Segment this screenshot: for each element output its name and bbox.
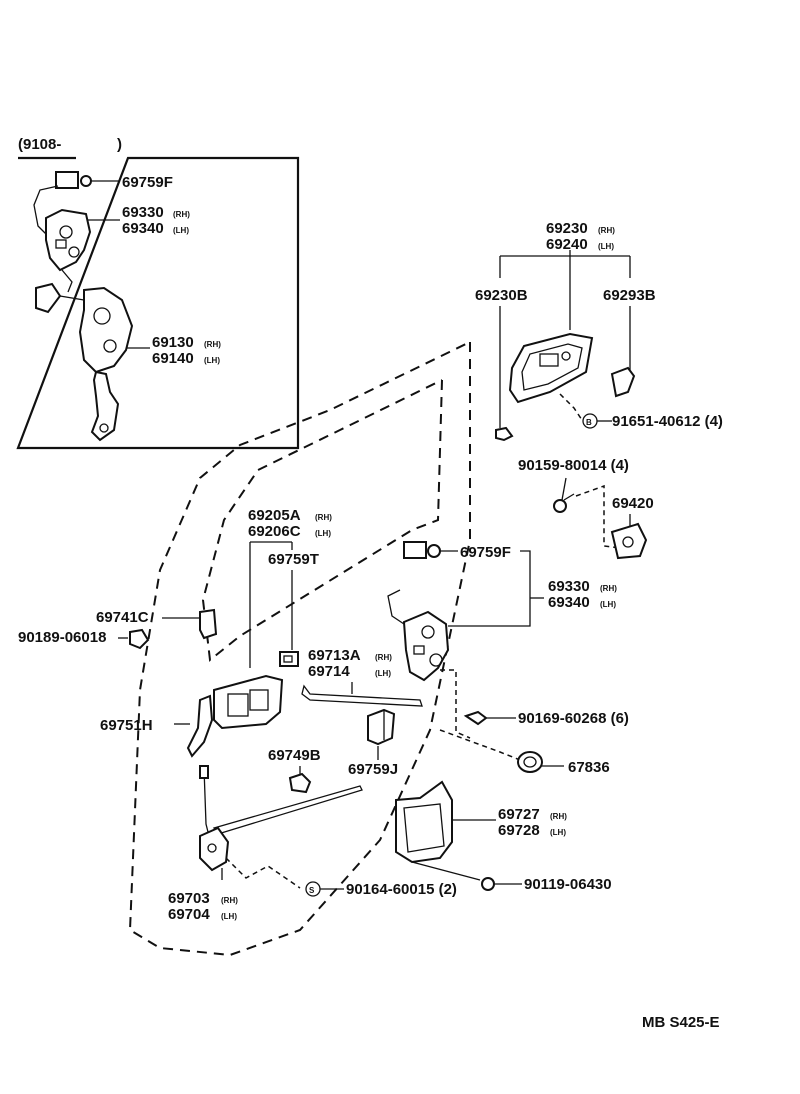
- label-91651: 91651-40612 (4): [612, 413, 723, 430]
- label-69704-lh: (LH): [221, 912, 237, 921]
- label-69340-lh: (LH): [600, 600, 616, 609]
- label-69230-rh: (RH): [598, 226, 615, 235]
- screw-90169: [463, 710, 516, 726]
- label-inset-69130-rh: (RH): [204, 340, 221, 349]
- label-69728-lh: (LH): [550, 828, 566, 837]
- label-69330-rh: (RH): [600, 584, 617, 593]
- inside-door-handle: [213, 674, 284, 730]
- inset-header: (9108-: [18, 136, 61, 153]
- handle-rod-clip: [610, 366, 636, 398]
- label-69230: 69230: [546, 220, 588, 237]
- door-lock-group: 69759F 69330 (RH) 69340 (LH): [387, 541, 617, 761]
- label-inset-69330: 69330: [122, 204, 164, 221]
- label-67836: 67836: [568, 759, 610, 776]
- lock-control-group: S 90164-60015 (2) 69703 (RH) 69704 (LH): [168, 765, 457, 923]
- inset-panel: (9108- ) 69759F 69330 (RH) 69340 (LH): [16, 136, 300, 450]
- label-69741c: 69741C: [96, 609, 149, 626]
- label-90189: 90189-06018: [18, 629, 106, 646]
- label-inset-69130: 69130: [152, 334, 194, 351]
- outside-door-handle: [508, 332, 594, 404]
- label-69727: 69727: [498, 806, 540, 823]
- label-69714-lh: (LH): [375, 669, 391, 678]
- inset-header-close: ): [117, 136, 122, 153]
- grommet-67836: [517, 751, 543, 773]
- label-inset-69140-lh: (LH): [204, 356, 220, 365]
- label-69703-rh: (RH): [221, 896, 238, 905]
- label-69751h: 69751H: [100, 717, 153, 734]
- label-69759f: 69759F: [460, 544, 511, 561]
- clip-69759t: [279, 651, 299, 667]
- label-inset-69140: 69140: [152, 350, 194, 367]
- label-69240: 69240: [546, 236, 588, 253]
- outside-handle-group: 69230 (RH) 69240 (LH) 69230B 69293B B 91…: [475, 220, 723, 442]
- clip-69759f: [403, 541, 441, 559]
- label-69759t: 69759T: [268, 551, 319, 568]
- door-striker: [610, 522, 648, 560]
- label-inset-69330-rh: (RH): [173, 210, 190, 219]
- label-69713a: 69713A: [308, 647, 361, 664]
- rod-69713a-group: 69713A (RH) 69714 (LH): [301, 647, 423, 707]
- label-69703: 69703: [168, 890, 210, 907]
- lock-cover-69727: [395, 780, 453, 864]
- door-lock-assembly: [387, 589, 450, 682]
- label-69330: 69330: [548, 578, 590, 595]
- label-69205a: 69205A: [248, 507, 301, 524]
- bell-crank-69751h: [186, 694, 214, 758]
- label-69704: 69704: [168, 906, 210, 923]
- door-outline: [128, 341, 471, 957]
- label-69713a-rh: (RH): [375, 653, 392, 662]
- clip-69741c-group: 69741C 90189-06018: [18, 608, 218, 650]
- striker-group: 90159-80014 (4) 69420: [518, 457, 654, 560]
- callout-s: S: [309, 886, 315, 895]
- handle-screw: [495, 426, 514, 442]
- label-inset-69340: 69340: [122, 220, 164, 237]
- inset-clip-69759f: [55, 171, 120, 189]
- protector-69759j: [367, 708, 396, 746]
- lock-control-link: [199, 826, 230, 872]
- inset-remote-control-plate: [35, 282, 134, 442]
- label-inset-69759f: 69759F: [122, 174, 173, 191]
- footer-code: MB S425-E: [642, 1014, 720, 1031]
- label-69759j: 69759J: [348, 761, 398, 778]
- label-90119: 90119-06430: [524, 876, 612, 893]
- bell-crank-69751h-group: 69751H: [100, 694, 214, 758]
- label-69340: 69340: [548, 594, 590, 611]
- label-69727-rh: (RH): [550, 812, 567, 821]
- clip-69749b-group: 69749B: [268, 747, 321, 794]
- label-90164: 90164-60015 (2): [346, 881, 457, 898]
- protector-69759j-group: 69759J: [348, 708, 398, 778]
- label-90159: 90159-80014 (4): [518, 457, 629, 474]
- screw-90169-group: 90169-60268 (6): [463, 710, 629, 727]
- grommet-90189: [129, 628, 150, 650]
- label-69714: 69714: [308, 663, 350, 680]
- label-69749b: 69749B: [268, 747, 321, 764]
- label-69728: 69728: [498, 822, 540, 839]
- inset-lock-assembly: [33, 185, 92, 293]
- grommet-67836-group: 67836: [517, 751, 610, 776]
- label-90169: 90169-60268 (6): [518, 710, 629, 727]
- clip-69749b: [288, 772, 312, 794]
- striker-screw: [553, 493, 575, 513]
- label-69206c-lh: (LH): [315, 529, 331, 538]
- label-69205a-rh: (RH): [315, 513, 332, 522]
- clip-69741c: [199, 608, 218, 640]
- callout-b: B: [586, 418, 592, 427]
- label-69206c: 69206C: [248, 523, 301, 540]
- label-inset-69340-lh: (LH): [173, 226, 189, 235]
- lock-cover-group: 69727 (RH) 69728 (LH) 90119-06430: [395, 780, 612, 893]
- inside-handle-group: 69205A (RH) 69206C (LH) 69759T: [213, 507, 332, 730]
- label-69240-lh: (LH): [598, 242, 614, 251]
- screw-90119: [481, 877, 495, 891]
- label-69230b: 69230B: [475, 287, 528, 304]
- label-69293b: 69293B: [603, 287, 656, 304]
- label-69420: 69420: [612, 495, 654, 512]
